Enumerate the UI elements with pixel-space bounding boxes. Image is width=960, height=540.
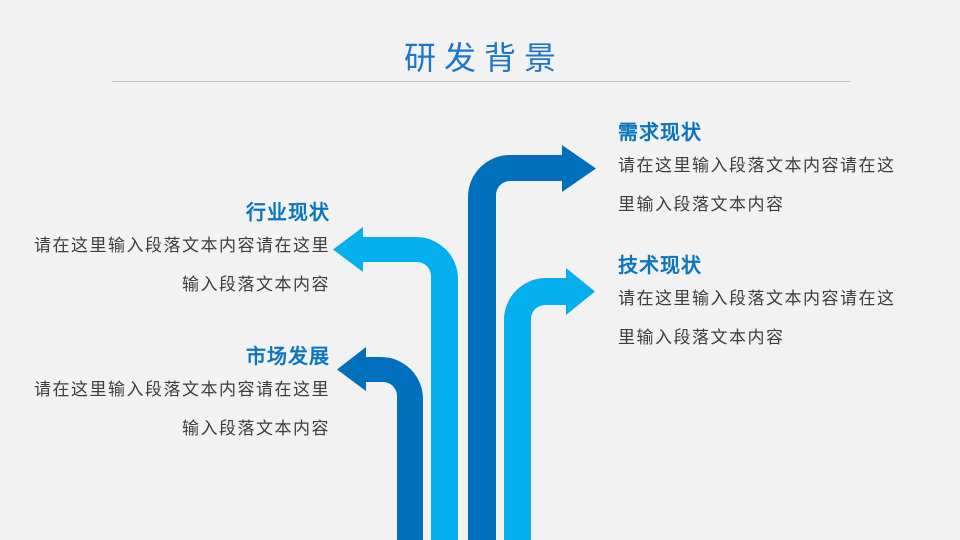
section-demand-title: 需求现状 [618,122,702,144]
section-demand-body-line1: 请在这里输入段落文本内容请在这 [618,156,896,175]
section-market-development: 市场发展 请在这里输入段落文本内容请在这里 输入段落文本内容 [20,344,330,448]
section-industry-body-line2: 输入段落文本内容 [182,275,330,294]
section-demand-body-line2: 里输入段落文本内容 [618,195,785,214]
section-market-body-line1: 请在这里输入段落文本内容请在这里 [34,380,330,399]
section-industry-status: 行业现状 请在这里输入段落文本内容请在这里 输入段落文本内容 [20,200,330,304]
title-divider [112,81,850,82]
section-industry-body-line1: 请在这里输入段落文本内容请在这里 [34,236,330,255]
market-arrow [337,347,423,540]
slide-title: 研发背景 [403,40,564,76]
section-demand-status: 需求现状 请在这里输入段落文本内容请在这 里输入段落文本内容 [618,120,918,224]
technology-arrow [504,268,595,540]
section-technology-title: 技术现状 [618,255,702,277]
section-market-body-line2: 输入段落文本内容 [182,419,330,438]
industry-arrow [333,227,458,540]
section-industry-title: 行业现状 [246,202,330,224]
demand-arrow [468,145,596,540]
section-technology-body-line2: 里输入段落文本内容 [618,328,785,347]
section-market-title: 市场发展 [246,346,330,368]
section-technology-status: 技术现状 请在这里输入段落文本内容请在这 里输入段落文本内容 [618,253,918,357]
section-technology-body-line1: 请在这里输入段落文本内容请在这 [618,289,896,308]
